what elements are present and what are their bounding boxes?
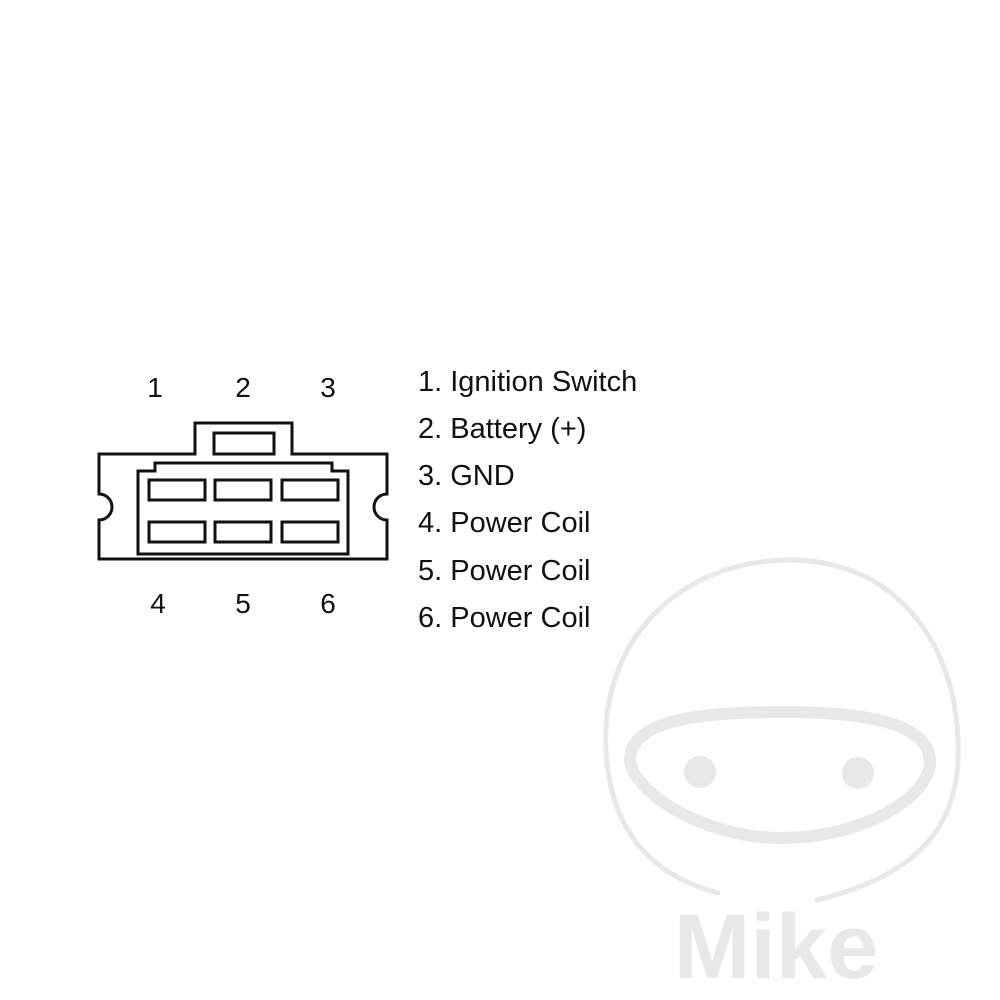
pin-slot-3	[280, 478, 340, 502]
eye-left-icon	[684, 756, 716, 788]
pin-slot-4	[147, 520, 207, 544]
legend-item: 6. Power Coil	[418, 602, 590, 634]
pin-number: 4	[150, 588, 166, 619]
legend-item: 1. Ignition Switch	[418, 366, 637, 398]
pin-number: 3	[320, 372, 336, 403]
pin-slot-1	[147, 478, 207, 502]
helmet-visor	[623, 705, 936, 845]
latch-tab	[212, 431, 276, 456]
connector-drawing	[97, 421, 389, 561]
legend-item: 3. GND	[418, 460, 515, 492]
connector-body	[97, 421, 389, 561]
pin-slot-6	[280, 520, 340, 544]
pin-slot-5	[213, 520, 273, 544]
legend-item: 4. Power Coil	[418, 507, 590, 539]
pin-number: 1	[147, 372, 163, 403]
legend-item: 2. Battery (+)	[418, 413, 586, 445]
watermark-text: Mike	[674, 896, 879, 998]
pin-number: 2	[235, 372, 251, 403]
pin-number: 5	[235, 588, 251, 619]
pin-number: 6	[320, 588, 336, 619]
inner-housing	[136, 461, 350, 556]
eye-right-icon	[842, 757, 874, 789]
helmet-outline	[603, 557, 961, 903]
pin-slot-2	[213, 478, 273, 502]
legend-item: 5. Power Coil	[418, 555, 590, 587]
watermark-logo	[603, 557, 961, 903]
